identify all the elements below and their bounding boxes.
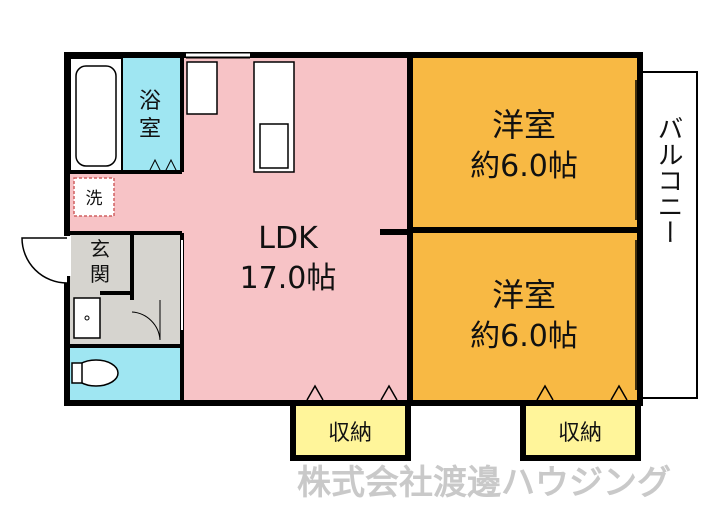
balcony-label: バルコニー (653, 115, 683, 245)
ldk-size: 17.0帖 (240, 261, 337, 296)
front-door-swing (21, 237, 68, 284)
bath-area (122, 58, 182, 172)
entrance-label-2: 関 (90, 262, 110, 286)
ldk-name: LDK (258, 221, 319, 256)
sink-basin-icon (259, 123, 289, 169)
bedroom-top-size: 約6.0帖 (470, 149, 578, 184)
washer-area (73, 177, 115, 217)
entrance-label-1: 玄 (90, 237, 110, 261)
bath-label-1: 浴 (139, 89, 161, 114)
bedroom-bottom-name: 洋室 (492, 276, 556, 314)
fridge-space (186, 61, 218, 115)
watermark-text: 株式会社渡邊ハウジング (297, 463, 671, 503)
bathtub-icon (69, 57, 123, 173)
sink-icon (73, 297, 101, 339)
balcony-area (636, 71, 698, 399)
bedroom-top-area (410, 58, 638, 228)
storage-left-area (290, 399, 411, 461)
bedroom-top-name: 洋室 (492, 106, 556, 144)
washer-label: 洗 (86, 189, 103, 209)
storage-left-label: 収納 (328, 421, 372, 446)
bedroom-bottom-size: 約6.0帖 (470, 319, 578, 354)
bedroom-bottom-area (410, 232, 638, 400)
entrance-area (70, 233, 132, 291)
storage-right-label: 収納 (558, 421, 602, 446)
bath-label-2: 室 (139, 117, 161, 142)
